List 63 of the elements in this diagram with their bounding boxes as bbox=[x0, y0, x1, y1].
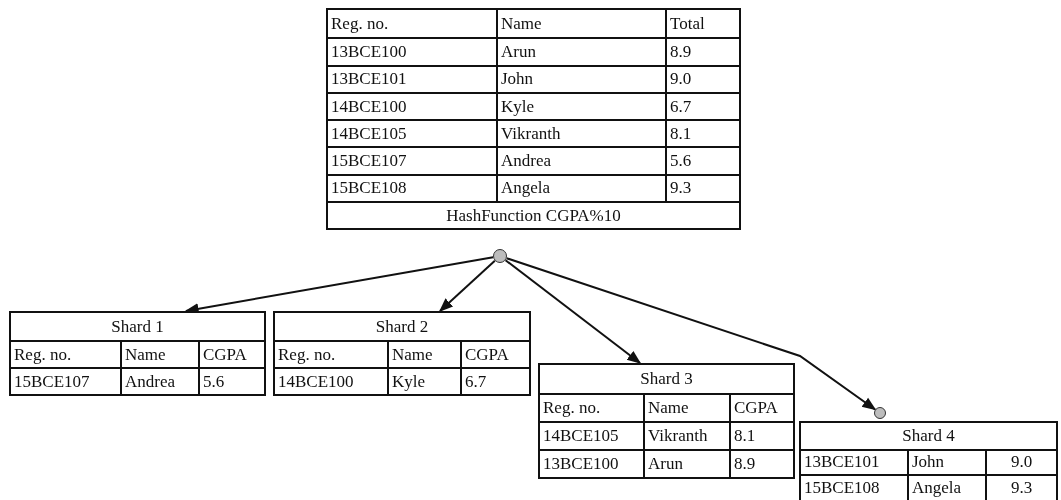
table-title: Shard 1 bbox=[110, 315, 165, 338]
table-cell: 9.3 bbox=[665, 175, 739, 202]
table-cell-text: 14BCE105 bbox=[542, 425, 620, 447]
connector-dot bbox=[874, 407, 886, 419]
table-cell: 8.9 bbox=[665, 39, 739, 65]
table-cell: 6.7 bbox=[460, 369, 529, 394]
table-cell-text: Reg. no. bbox=[330, 12, 390, 35]
table-cell-text: 13BCE101 bbox=[330, 68, 408, 91]
table-cell: Name bbox=[120, 342, 198, 367]
table-cell-text: 15BCE108 bbox=[330, 177, 408, 200]
table-cell: Vikranth bbox=[643, 423, 729, 449]
table-cell: 9.0 bbox=[985, 450, 1056, 474]
table-cell: Andrea bbox=[496, 148, 665, 174]
table-cell-text: 13BCE101 bbox=[803, 451, 881, 474]
table-title: Shard 2 bbox=[374, 315, 430, 338]
table-cell: 8.1 bbox=[665, 121, 739, 147]
table-cell: Kyle bbox=[387, 369, 460, 394]
table-cell-text: 15BCE107 bbox=[13, 370, 91, 393]
table-cell-text: 15BCE108 bbox=[803, 476, 881, 499]
data-table bbox=[273, 311, 531, 396]
table-cell-text: Reg. no. bbox=[542, 397, 602, 419]
arrow bbox=[504, 259, 642, 364]
table-cell-text: 15BCE107 bbox=[330, 150, 408, 173]
table-cell: Name bbox=[496, 10, 665, 38]
table-cell: Angela bbox=[496, 175, 665, 202]
table-cell: Total bbox=[665, 10, 739, 38]
connector-dot bbox=[493, 249, 507, 263]
arrow bbox=[438, 259, 496, 312]
table-title: Shard 3 bbox=[639, 368, 694, 390]
table-cell: CGPA bbox=[729, 395, 793, 421]
table-cell-text: 14BCE105 bbox=[330, 122, 408, 145]
table-cell: Vikranth bbox=[496, 121, 665, 147]
table-cell: Name bbox=[387, 342, 460, 367]
table-cell: 5.6 bbox=[198, 369, 264, 394]
table-footer: HashFunction CGPA%10 bbox=[328, 203, 739, 229]
table-cell-text: Reg. no. bbox=[13, 343, 73, 366]
table-cell-text: 13BCE100 bbox=[542, 453, 620, 475]
table-cell: 8.1 bbox=[729, 423, 793, 449]
table-cell: 6.7 bbox=[665, 93, 739, 120]
table-cell: Andrea bbox=[120, 369, 198, 394]
table-cell: 9.0 bbox=[665, 66, 739, 92]
table-cell: 8.9 bbox=[729, 451, 793, 477]
data-table bbox=[538, 363, 795, 479]
table-cell: Name bbox=[643, 395, 729, 421]
table-cell: Arun bbox=[496, 39, 665, 65]
arrow bbox=[505, 257, 877, 411]
data-table bbox=[9, 311, 266, 396]
table-cell: CGPA bbox=[460, 342, 529, 367]
table-cell: Angela bbox=[907, 476, 985, 500]
data-table bbox=[326, 8, 741, 231]
table-cell-text: 14BCE100 bbox=[277, 370, 355, 393]
table-title: Shard 4 bbox=[901, 424, 956, 447]
data-table bbox=[799, 421, 1058, 500]
table-cell: Arun bbox=[643, 451, 729, 477]
table-cell: CGPA bbox=[198, 342, 264, 367]
table-cell-text: Reg. no. bbox=[277, 343, 337, 366]
table-cell: John bbox=[496, 66, 665, 92]
table-cell: 5.6 bbox=[665, 148, 739, 174]
table-cell: Kyle bbox=[496, 93, 665, 120]
table-cell: 9.3 bbox=[985, 476, 1056, 500]
table-cell-text: 13BCE100 bbox=[330, 40, 408, 63]
table-cell-text: 14BCE100 bbox=[330, 95, 408, 118]
table-cell: John bbox=[907, 450, 985, 474]
